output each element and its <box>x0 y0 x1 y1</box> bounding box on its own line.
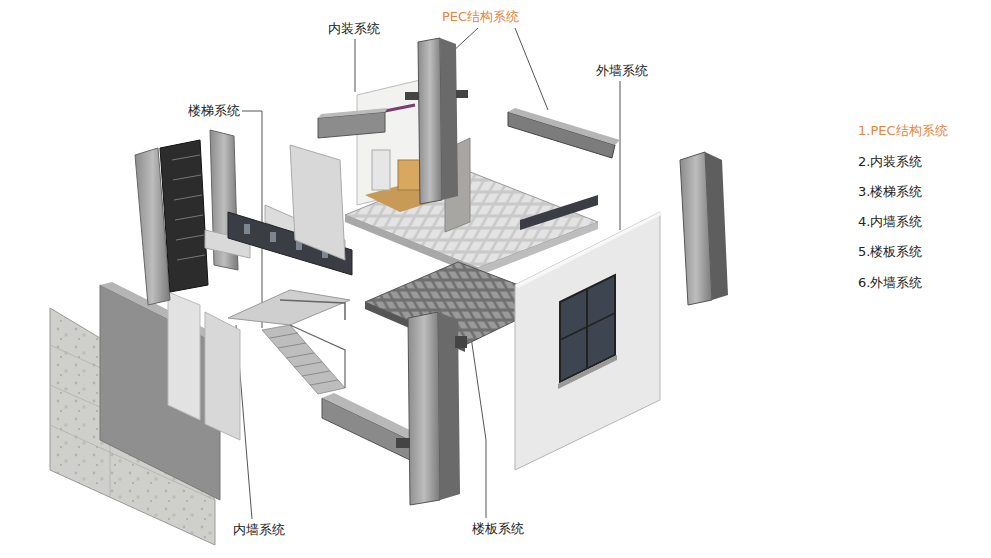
list-item: 3.楼梯系统 <box>856 184 924 200</box>
callout-label: 内装系统 <box>326 21 382 37</box>
callout-label: 外墙系统 <box>594 63 650 79</box>
list-item: 5.楼板系统 <box>856 244 924 260</box>
list-item: 4.内墙系统 <box>856 214 924 230</box>
callout-label: 楼板系统 <box>470 521 526 537</box>
list-item: 2.内装系统 <box>856 154 924 170</box>
callout-label: 楼梯系统 <box>186 103 242 119</box>
list-item: 6.外墙系统 <box>856 275 924 291</box>
callout-label: PEC结构系统 <box>440 9 521 25</box>
callout-label: 内墙系统 <box>231 522 287 538</box>
list-item: 1.PEC结构系统 <box>856 123 950 139</box>
